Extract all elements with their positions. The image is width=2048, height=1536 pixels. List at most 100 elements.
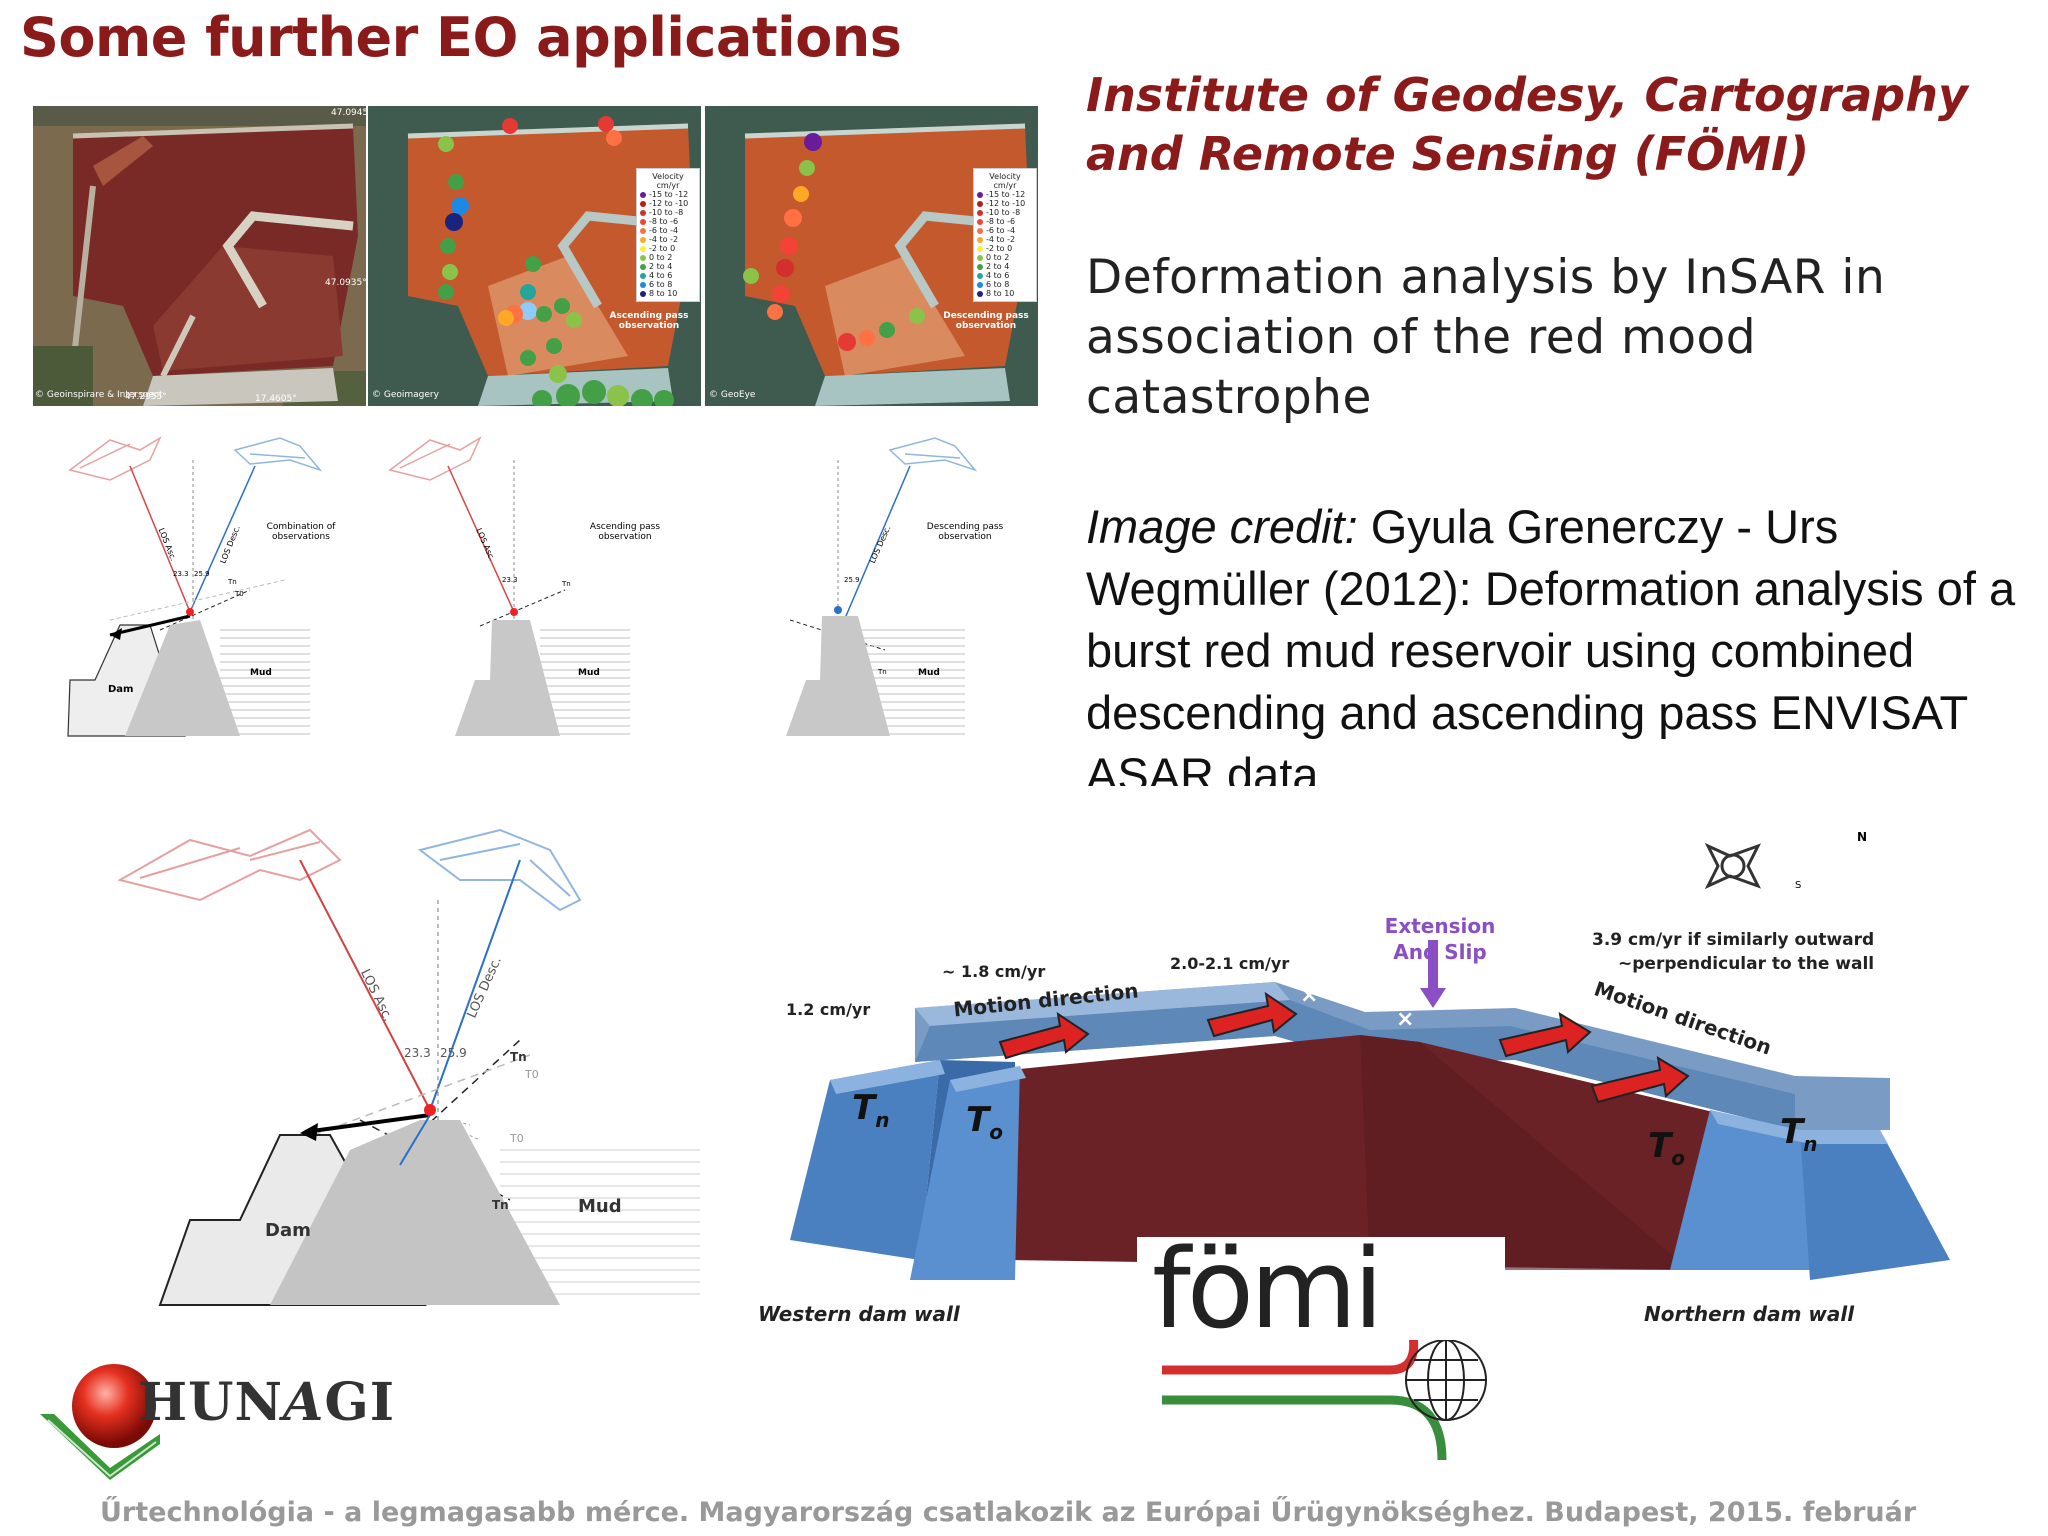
compass-north: N xyxy=(1857,830,1868,844)
photo-coord: 47.0935° xyxy=(325,278,366,288)
legend-label: -2 to 0 xyxy=(649,244,676,253)
credit-label: Image credit: xyxy=(1086,500,1358,553)
angle-label: 23.3 xyxy=(502,576,518,584)
legend-row: -10 to -8 xyxy=(640,208,696,217)
legend-title: Velocity cm/yr xyxy=(989,172,1021,190)
legend-label: 2 to 4 xyxy=(649,262,673,271)
rate-2021: 2.0-2.1 cm/yr xyxy=(1170,954,1290,973)
mud-label: Mud xyxy=(578,1196,622,1217)
legend-label: -12 to -10 xyxy=(649,199,689,208)
legend-row: 8 to 10 xyxy=(640,289,696,298)
angle-label: 23.3 xyxy=(404,1046,431,1060)
ascending-label: Ascending pass observation xyxy=(609,311,689,331)
satellite-photo-plain: © Geoinspirare & Interspect 47.0945° 47.… xyxy=(33,106,366,406)
photo-coord: 47.0945° xyxy=(331,108,366,118)
legend-rows: -15 to -12-12 to -10-10 to -8-8 to -6-6 … xyxy=(977,190,1033,298)
n-sub: n xyxy=(875,1107,890,1132)
femi-logo-background xyxy=(1137,1237,1505,1467)
photo-credit: © GeoEye xyxy=(709,390,756,400)
and-slip-label: And Slip xyxy=(1393,940,1487,964)
angle-label: 25.9 xyxy=(194,570,210,578)
legend-swatch xyxy=(977,200,983,207)
n-sub: n xyxy=(1803,1131,1818,1156)
t0-label: T0 xyxy=(235,590,244,598)
photo-coord: 17.4605° xyxy=(255,394,297,404)
hunagi-gi: GI xyxy=(324,1372,396,1433)
legend-row: 4 to 6 xyxy=(977,271,1033,280)
compass-south: S xyxy=(1795,880,1802,891)
angle-label: 23.3 xyxy=(173,570,189,578)
t0-label: T0 xyxy=(510,1132,524,1145)
legend-swatch xyxy=(640,218,646,225)
legend-label: 4 to 6 xyxy=(986,271,1010,280)
legend-swatch xyxy=(977,209,983,216)
legend-label: 6 to 8 xyxy=(986,280,1010,289)
legend-label: -10 to -8 xyxy=(649,208,684,217)
diagram-caption: Combination of observations xyxy=(266,522,336,542)
legend-row: 2 to 4 xyxy=(640,262,696,271)
tn-right: Tn xyxy=(1780,1112,1817,1156)
mud-hatch xyxy=(220,629,310,735)
descending-label: Descending pass observation xyxy=(943,311,1029,331)
tn-left: Tn xyxy=(852,1088,889,1132)
tn-label: Tn xyxy=(510,1050,527,1064)
femi-logo-text: fömi xyxy=(1152,1225,1384,1353)
dam-label: Dam xyxy=(108,684,134,695)
extension-arrow xyxy=(1420,940,1446,1008)
legend-swatch xyxy=(977,227,983,234)
legend-title: Velocity cm/yr xyxy=(652,172,684,190)
legend-row: -8 to -6 xyxy=(640,217,696,226)
hunagi-logo-mark xyxy=(40,1364,160,1480)
big-los-diagram-graphic xyxy=(117,828,700,1306)
legend-swatch xyxy=(977,245,983,252)
extension-label: Extension xyxy=(1384,914,1496,938)
satellite-desc-icon xyxy=(888,437,978,472)
legend-swatch xyxy=(640,281,646,288)
legend-label: 4 to 6 xyxy=(649,271,673,280)
legend-row: 0 to 2 xyxy=(977,253,1033,262)
northern-wall-label: Northern dam wall xyxy=(1644,1302,1855,1326)
big-los-diagram: LOS Asc. LOS Desc. 23.3 25.9 Tn T0 T0 Tn… xyxy=(100,820,720,1320)
satellite-photo-ascending: Velocity cm/yr -15 to -12-12 to -10-10 t… xyxy=(368,106,701,406)
legend-label: -2 to 0 xyxy=(986,244,1013,253)
compass-icon xyxy=(1704,842,1762,890)
o-sub: o xyxy=(989,1119,1003,1144)
small-diagram-descending: Descending pass observation LOS Desc. 25… xyxy=(710,430,1050,750)
hunagi-wordmark: HUNAGI xyxy=(138,1372,395,1433)
legend-swatch xyxy=(977,290,983,297)
legend-row: 8 to 10 xyxy=(977,289,1033,298)
satellite-desc-icon xyxy=(233,437,323,472)
velocity-legend: Velocity cm/yr -15 to -12-12 to -10-10 t… xyxy=(636,168,700,302)
descending-velocity-map xyxy=(705,106,1038,406)
legend-row: -6 to -4 xyxy=(640,226,696,235)
legend-row: 0 to 2 xyxy=(640,253,696,262)
velocity-points xyxy=(743,133,925,351)
dam-3d-graphic: × × xyxy=(790,842,1950,1280)
legend-row: -2 to 0 xyxy=(977,244,1033,253)
legend-swatch xyxy=(640,200,646,207)
t-letter: T xyxy=(1648,1126,1672,1166)
slip-marker: × xyxy=(1396,1007,1414,1032)
legend-label: 2 to 4 xyxy=(986,262,1010,271)
small-diagram-combination: Combination of observations LOS Asc. LOS… xyxy=(50,430,390,750)
tn-label: Tn xyxy=(228,578,237,586)
legend-row: 6 to 8 xyxy=(977,280,1033,289)
hunagi-logo xyxy=(40,1352,420,1482)
dam-3d-diagram: × × N S Extension And Slip 3.9 cm/yr if … xyxy=(758,830,2000,1350)
globe-icon xyxy=(1405,1339,1487,1421)
legend-swatch xyxy=(977,191,983,198)
legend-label: 8 to 10 xyxy=(986,289,1015,298)
legend-swatch xyxy=(977,254,983,261)
perpendicular-note: ~perpendicular to the wall xyxy=(1618,954,1875,974)
legend-row: -10 to -8 xyxy=(977,208,1033,217)
legend-label: -10 to -8 xyxy=(986,208,1021,217)
mud-label: Mud xyxy=(250,668,272,678)
legend-label: -6 to -4 xyxy=(986,226,1016,235)
photo-coord: 47.2955° xyxy=(125,392,167,402)
motion-arrow xyxy=(998,1011,1090,1060)
footer-text: Űrtechnológia - a legmagasabb mérce. Mag… xyxy=(100,1497,1917,1528)
dam-label: Dam xyxy=(265,1220,311,1241)
motion-arrow xyxy=(1498,1012,1592,1058)
legend-row: -4 to -2 xyxy=(977,235,1033,244)
tn-label: Tn xyxy=(492,1198,509,1212)
